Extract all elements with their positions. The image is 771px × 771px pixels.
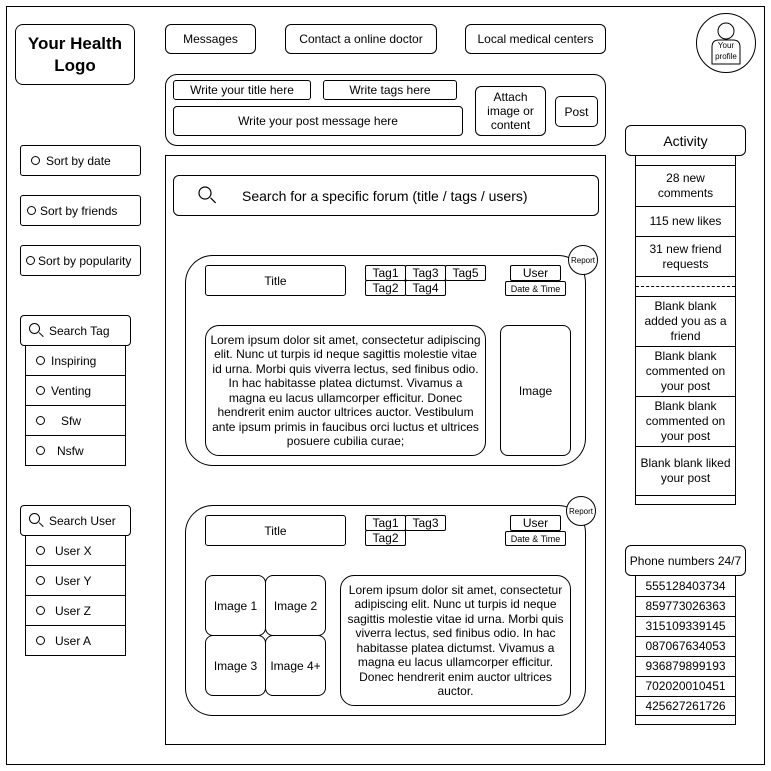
sort-by-popularity-option[interactable]: Sort by popularity: [20, 245, 141, 276]
post-author[interactable]: User: [510, 265, 561, 281]
profile-button[interactable]: Your profile: [696, 13, 756, 73]
post-tags-input[interactable]: Write tags here: [323, 80, 457, 100]
search-user-label: Search User: [49, 513, 116, 528]
activity-divider: [636, 276, 735, 286]
post-tag[interactable]: Tag3: [405, 515, 446, 531]
post-date-time: Date & Time: [505, 281, 566, 296]
post-image[interactable]: Image 2: [265, 575, 326, 636]
user-option-z[interactable]: User Z: [25, 595, 126, 626]
post-tag[interactable]: Tag4: [405, 280, 446, 296]
report-button[interactable]: Report: [568, 245, 598, 275]
user-option-label: User Z: [55, 603, 91, 618]
activity-summary-item[interactable]: 115 new likes: [636, 206, 735, 236]
post-tag[interactable]: Tag2: [365, 530, 406, 546]
forum-search-placeholder: Search for a specific forum (title / tag…: [242, 187, 528, 204]
post-image[interactable]: Image 4+: [265, 635, 326, 696]
post-tag[interactable]: Tag1: [365, 265, 406, 281]
phone-numbers-title: Phone numbers 24/7: [625, 545, 746, 576]
activity-feed-item[interactable]: Blank blank added you as a friend: [636, 296, 735, 346]
user-icon: [711, 22, 741, 65]
user-option-x[interactable]: User X: [25, 535, 126, 566]
search-icon: [29, 512, 45, 529]
radio-icon: [36, 636, 45, 645]
post-message-input[interactable]: Write your post message here: [173, 106, 463, 136]
tag-option-label: Inspiring: [51, 353, 97, 368]
phone-number[interactable]: 936879899193: [636, 656, 735, 676]
tag-option-nsfw[interactable]: Nsfw: [25, 435, 126, 466]
activity-panel: 28 new comments 115 new likes 31 new fri…: [635, 155, 736, 505]
logo: Your Health Logo: [15, 24, 135, 85]
sort-by-friends-label: Sort by friends: [40, 203, 118, 218]
tag-option-label: Nsfw: [57, 443, 84, 458]
activity-summary-item[interactable]: 31 new friend requests: [636, 236, 735, 276]
phone-number[interactable]: 702020010451: [636, 676, 735, 696]
tag-option-inspiring[interactable]: Inspiring: [25, 345, 126, 376]
radio-icon: [36, 546, 45, 555]
activity-dashed-divider: [636, 286, 735, 287]
radio-icon: [36, 446, 45, 455]
activity-feed-item[interactable]: Blank blank liked your post: [636, 446, 735, 496]
profile-label: Your profile: [715, 41, 737, 61]
user-option-label: User X: [55, 543, 92, 558]
post-body: Lorem ipsum dolor sit amet, consectetur …: [205, 325, 486, 456]
sort-by-date-option[interactable]: Sort by date: [20, 145, 141, 176]
tag-option-label: Venting: [51, 383, 92, 398]
post-title[interactable]: Title: [205, 265, 346, 296]
post-tag[interactable]: Tag3: [405, 265, 446, 281]
user-option-label: User A: [55, 633, 92, 648]
phone-number[interactable]: 315109339145: [636, 616, 735, 636]
post-tag[interactable]: Tag2: [365, 280, 406, 296]
post-image[interactable]: Image 3: [205, 635, 266, 696]
activity-feed-item[interactable]: Blank blank commented on your post: [636, 346, 735, 396]
search-user-button[interactable]: Search User: [20, 505, 131, 536]
post-image[interactable]: Image 1: [205, 575, 266, 636]
post-author[interactable]: User: [510, 515, 561, 531]
activity-summary-item[interactable]: 28 new comments: [636, 165, 735, 206]
user-option-a[interactable]: User A: [25, 625, 126, 656]
tag-option-label: Sfw: [61, 413, 82, 428]
post-title-input[interactable]: Write your title here: [173, 80, 311, 100]
radio-icon: [36, 386, 45, 395]
messages-button[interactable]: Messages: [165, 24, 256, 54]
search-icon: [29, 322, 45, 339]
post-body: Lorem ipsum dolor sit amet, consectetur …: [340, 575, 571, 706]
tag-option-sfw[interactable]: Sfw: [25, 405, 126, 436]
post-image[interactable]: Image: [500, 325, 571, 456]
post-title[interactable]: Title: [205, 515, 346, 546]
phone-number[interactable]: 425627261726: [636, 696, 735, 716]
post-button[interactable]: Post: [555, 96, 598, 127]
activity-feed-item[interactable]: Blank blank commented on your post: [636, 396, 735, 446]
search-tag-label: Search Tag: [49, 323, 110, 338]
radio-icon: [31, 156, 40, 165]
phone-number[interactable]: 859773026363: [636, 596, 735, 616]
radio-icon: [27, 206, 36, 215]
radio-icon: [36, 356, 45, 365]
activity-title: Activity: [625, 125, 746, 156]
radio-icon: [26, 256, 35, 265]
phone-number[interactable]: 087067634053: [636, 636, 735, 656]
radio-icon: [36, 576, 45, 585]
post-tag[interactable]: Tag5: [445, 265, 486, 281]
radio-icon: [36, 606, 45, 615]
user-option-y[interactable]: User Y: [25, 565, 126, 596]
search-icon: [198, 185, 217, 205]
sort-by-friends-option[interactable]: Sort by friends: [20, 195, 141, 226]
user-option-label: User Y: [55, 573, 92, 588]
attach-content-button[interactable]: Attach image or content: [475, 86, 546, 136]
radio-icon: [36, 416, 45, 425]
sort-by-popularity-label: Sort by popularity: [38, 253, 132, 268]
tag-option-venting[interactable]: Venting: [25, 375, 126, 406]
phone-number[interactable]: 555128403734: [645, 578, 726, 593]
contact-doctor-button[interactable]: Contact a online doctor: [285, 24, 437, 54]
post-date-time: Date & Time: [505, 531, 566, 546]
post-tag[interactable]: Tag1: [365, 515, 406, 531]
sort-by-date-label: Sort by date: [46, 153, 111, 168]
search-tag-button[interactable]: Search Tag: [20, 315, 131, 346]
local-medical-centers-button[interactable]: Local medical centers: [465, 24, 606, 54]
report-button[interactable]: Report: [566, 496, 596, 526]
forum-search-input[interactable]: Search for a specific forum (title / tag…: [173, 175, 599, 216]
phone-numbers-panel: 555128403734 859773026363 315109339145 0…: [635, 575, 736, 725]
